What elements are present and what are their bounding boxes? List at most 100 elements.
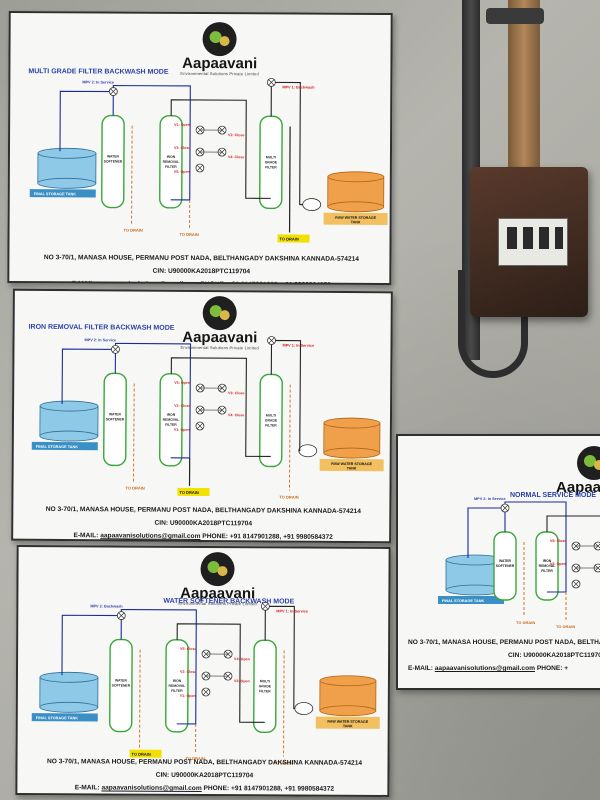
drain-label: TO DRAIN	[125, 485, 144, 490]
raw-water-tank-top	[319, 675, 377, 687]
drain-pipe	[139, 649, 141, 748]
water-softener-column-label: SOFTENER	[104, 159, 123, 163]
final-tank-label: FINAL STORAGE TANK	[442, 599, 484, 603]
mpv1-valve-icon-cross	[268, 337, 275, 344]
copper-pipe	[508, 0, 540, 175]
valve-label: V1: Open	[180, 694, 196, 698]
pipe-raw	[270, 339, 302, 452]
board-footer: NO 3-70/1, MANASA HOUSE, PERMANU POST NA…	[17, 755, 390, 796]
pipe-mid	[546, 515, 600, 532]
mpv1-label: MPV 1: In Service	[276, 609, 308, 613]
final-storage-tank-bottom	[39, 430, 99, 442]
iron-removal-column-label: FILTER	[541, 569, 553, 573]
valve-icon-cross	[572, 580, 580, 588]
mpv1-valve-icon-cross	[268, 79, 275, 86]
multi-grade-column-label: FILTER	[265, 165, 277, 169]
drain-highlight	[129, 749, 162, 758]
valve-label: V5: Open	[174, 381, 190, 385]
phone-text: PHONE: +	[535, 665, 569, 672]
pipe-inlet	[61, 614, 122, 676]
final-storage-tank-top	[39, 671, 99, 683]
mpv2-label: MPV 2: In Service	[474, 497, 506, 501]
drain-highlight	[277, 234, 310, 243]
email-prefix: E-MAIL:	[408, 665, 435, 672]
raw-water-tank-bottom	[323, 447, 381, 459]
breaker-switch	[555, 227, 563, 249]
drain-label: TO DRAIN	[186, 756, 205, 761]
drain-pipe	[289, 384, 291, 491]
raw-tank-label: TANK	[351, 220, 361, 224]
final-storage-tank-top	[37, 147, 97, 159]
mpv2-label: MPV 2: In Service	[82, 80, 114, 84]
pipe-raw	[264, 605, 295, 710]
iron-removal-column-label: REMOVAL	[163, 418, 180, 422]
final-tank-label-bg	[438, 596, 504, 604]
iron-removal-column-label: IRON	[173, 679, 182, 683]
valve-label: V4: Close	[228, 155, 244, 159]
valve-label: V5: Close	[180, 647, 196, 651]
email-prefix: E-MAIL:	[74, 784, 102, 792]
drain-label: TO DRAIN	[179, 490, 198, 495]
drain-label: TO DRAIN	[279, 495, 298, 500]
iron-removal-column	[165, 639, 189, 733]
water-softener-column-label: WATER	[109, 412, 122, 416]
final-storage-tank-top	[39, 400, 99, 412]
iron-removal-column-label: REMOVAL	[539, 564, 556, 568]
email-prefix: E-MAIL:	[73, 532, 101, 540]
multi-grade-column	[253, 639, 277, 734]
multi-grade-column-label: GRADE	[265, 160, 278, 164]
raw-tank-label: RAW WATER STORAGE	[335, 216, 376, 220]
pipe-inlet	[467, 507, 506, 558]
phone-text: PHONE: +91 8147901288, +91 9980584372	[201, 784, 335, 793]
water-softener-column-label: SOFTENER	[496, 564, 515, 568]
looped-cable	[458, 270, 528, 378]
raw-water-tank-bottom	[319, 705, 377, 717]
pipe-raw	[270, 81, 303, 206]
pipe-mid	[170, 357, 271, 458]
valve-label: V4: Close	[228, 413, 244, 417]
pump	[298, 444, 318, 458]
board-footer: NO 3-70/1, MANASA HOUSE, PERMANU POST NA…	[9, 251, 392, 285]
drain-label: TO DRAIN	[124, 228, 143, 233]
drain-label: TO DRAIN	[516, 620, 535, 625]
drain-label: TO DRAIN	[180, 232, 199, 237]
raw-tank-label: RAW WATER STORAGE	[331, 462, 372, 466]
mpv2-valve-icon-cross	[110, 88, 117, 95]
address-line: NO 3-70/1, MANASA HOUSE, PERMANU POST NA…	[45, 505, 361, 516]
board-footer: NO 3-70/1, MANASA HOUSE, PERMANU POST NA…	[408, 636, 600, 675]
multi-grade-column-label: GRADE	[265, 418, 278, 422]
valve-icon-cross	[202, 688, 210, 696]
water-softener-column-label: SOFTENER	[106, 417, 125, 421]
pump	[294, 702, 314, 715]
valve-label: V5: Open	[174, 170, 190, 174]
valve-label: V3: Open	[234, 679, 250, 683]
email-link: aapaavanisolutions@gmail.com	[100, 532, 201, 540]
mpv2-valve-icon-cross	[118, 612, 125, 619]
contact-line: E-MAIL: aapaavanisolutions@gmail.com PHO…	[408, 662, 600, 675]
circuit-breaker	[498, 218, 568, 266]
final-tank-label: FINAL STORAGE TANK	[36, 716, 78, 720]
mpv2-label: MPV 2: Backwash	[90, 604, 123, 608]
board-normal-service: Aapaavani NORMAL SERVICE MODE FINAL STOR…	[396, 434, 600, 690]
pipe-inlet	[61, 348, 117, 405]
drain-label: TO DRAIN	[556, 624, 575, 629]
raw-tank-label: TANK	[343, 724, 353, 728]
mpv2-label: MPV 2: In Service	[85, 338, 117, 342]
multi-grade-column-label: MULTI	[266, 413, 276, 417]
board-title: NORMAL SERVICE MODE	[510, 492, 597, 499]
raw-water-tank-top	[327, 171, 385, 183]
water-softener-column	[109, 638, 133, 733]
breaker-switch	[539, 227, 549, 249]
raw-tank-label-bg	[315, 716, 380, 729]
drain-label: TO DRAIN	[280, 236, 299, 241]
multi-grade-column-label: FILTER	[265, 423, 277, 427]
raw-tank-label-bg	[323, 212, 388, 225]
iron-removal-column-label: FILTER	[165, 423, 177, 427]
address-line: NO 3-70/1, MANASA HOUSE, PERMANU POST NA…	[408, 639, 600, 646]
drain-label: TO DRAIN	[132, 752, 151, 757]
iron-removal-column-label: FILTER	[165, 165, 177, 169]
final-tank-label: FINAL STORAGE TANK	[34, 192, 76, 196]
phone-text: PHONE: +91 8147901288, +91 9980584372	[200, 532, 333, 541]
